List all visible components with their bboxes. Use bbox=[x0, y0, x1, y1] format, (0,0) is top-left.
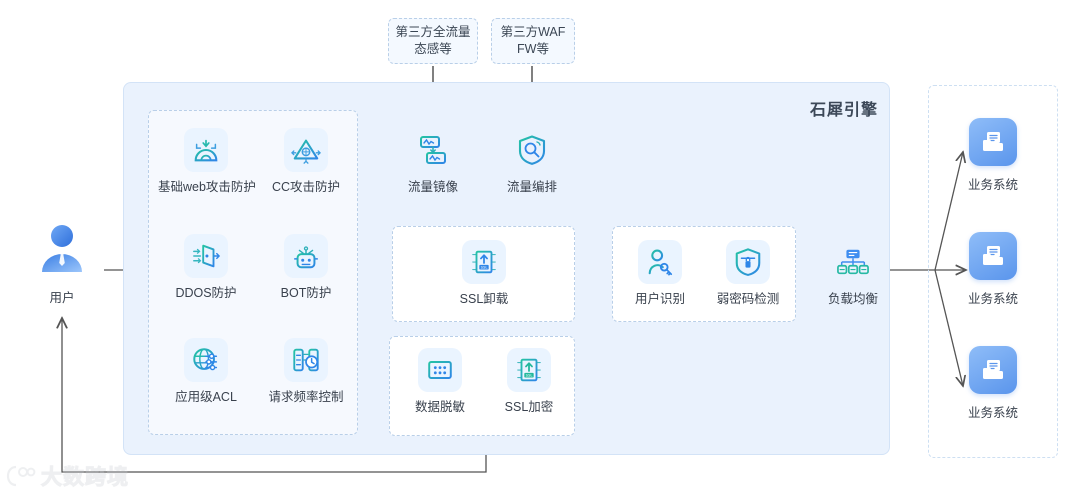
business-system-3[interactable]: 业务系统 bbox=[945, 346, 1041, 421]
business-system-label: 业务系统 bbox=[967, 406, 1018, 420]
thirdparty-waf-line1: 第三方WAF bbox=[500, 25, 566, 39]
feature-request-rate-control[interactable]: 请求频率控制 bbox=[258, 338, 354, 405]
feature-cc-attack-protection[interactable]: CC攻击防护 bbox=[258, 128, 354, 195]
feature-label: 弱密码检测 bbox=[716, 292, 780, 306]
user-avatar-icon bbox=[42, 225, 82, 272]
feature-bot-protection[interactable]: BOT防护 bbox=[258, 234, 354, 301]
feature-label: 流量编排 bbox=[506, 180, 557, 194]
feature-label: 数据脱敏 bbox=[414, 400, 465, 414]
user-node: 用户 bbox=[22, 222, 102, 306]
engine-title: 石犀引擎 bbox=[810, 102, 879, 119]
business-system-label: 业务系统 bbox=[967, 178, 1018, 192]
thirdparty-traffic-line1: 第三方全流量 bbox=[395, 25, 471, 39]
feature-ssl-offload[interactable]: SSL SSL卸载 bbox=[436, 240, 532, 307]
ssl-encrypt-icon: SSL bbox=[507, 348, 551, 392]
feature-load-balance[interactable]: 负载均衡 bbox=[805, 240, 901, 307]
feature-weak-password-detection[interactable]: 弱密码检测 bbox=[700, 240, 796, 307]
feature-user-identification[interactable]: 用户识别 bbox=[612, 240, 708, 307]
business-system-1[interactable]: 业务系统 bbox=[945, 118, 1041, 193]
feature-label: 应用级ACL bbox=[175, 390, 237, 404]
feature-application-acl[interactable]: 应用级ACL bbox=[158, 338, 254, 405]
business-system-icon bbox=[969, 346, 1017, 394]
logo-mark-icon bbox=[6, 465, 36, 487]
business-system-icon bbox=[969, 118, 1017, 166]
ddos-gate-icon bbox=[184, 234, 228, 278]
user-label: 用户 bbox=[49, 291, 75, 305]
svg-text:SSL: SSL bbox=[526, 374, 534, 378]
thirdparty-traffic-line2: 态感等 bbox=[414, 42, 452, 56]
feature-data-masking[interactable]: 数据脱敏 bbox=[392, 348, 488, 415]
business-system-icon bbox=[969, 232, 1017, 280]
feature-label: DDOS防护 bbox=[175, 286, 237, 300]
traffic-orchestration-shield-icon bbox=[510, 128, 554, 172]
load-balancer-tree-icon bbox=[831, 240, 875, 284]
feature-label: 流量镜像 bbox=[407, 180, 458, 194]
feature-label: 负载均衡 bbox=[827, 292, 878, 306]
feature-ddos-protection[interactable]: DDOS防护 bbox=[158, 234, 254, 301]
web-attack-shield-icon bbox=[184, 128, 228, 172]
thirdparty-waf-box: 第三方WAF FW等 bbox=[491, 18, 575, 64]
feature-traffic-mirror[interactable]: 流量镜像 bbox=[385, 128, 481, 195]
watermark-text: 大数跨境 bbox=[41, 465, 129, 490]
feature-traffic-orchestration[interactable]: 流量编排 bbox=[484, 128, 580, 195]
feature-label: BOT防护 bbox=[280, 286, 332, 300]
feature-ssl-encryption[interactable]: SSL SSL加密 bbox=[481, 348, 577, 415]
business-system-label: 业务系统 bbox=[967, 292, 1018, 306]
bot-robot-icon bbox=[284, 234, 328, 278]
svg-text:SSL: SSL bbox=[481, 266, 489, 270]
feature-label: SSL加密 bbox=[504, 400, 554, 414]
business-system-2[interactable]: 业务系统 bbox=[945, 232, 1041, 307]
feature-web-attack-protection[interactable]: 基础web攻击防护 bbox=[158, 128, 256, 195]
ssl-upload-icon: SSL bbox=[462, 240, 506, 284]
thirdparty-waf-line2: FW等 bbox=[517, 42, 549, 56]
watermark: 大数跨境 bbox=[6, 459, 156, 493]
cc-attack-triangle-icon bbox=[284, 128, 328, 172]
feature-label: 请求频率控制 bbox=[268, 390, 344, 404]
feature-label: 基础web攻击防护 bbox=[158, 180, 256, 194]
feature-label: 用户识别 bbox=[634, 292, 685, 306]
thirdparty-traffic-box: 第三方全流量 态感等 bbox=[388, 18, 478, 64]
feature-label: CC攻击防护 bbox=[271, 180, 341, 194]
feature-label: SSL卸载 bbox=[459, 292, 509, 306]
rate-limit-clock-icon bbox=[284, 338, 328, 382]
data-mask-grid-icon bbox=[418, 348, 462, 392]
user-key-icon bbox=[638, 240, 682, 284]
traffic-mirror-icon bbox=[411, 128, 455, 172]
globe-filter-icon bbox=[184, 338, 228, 382]
shield-lock-icon bbox=[726, 240, 770, 284]
business-systems-panel bbox=[928, 85, 1058, 458]
